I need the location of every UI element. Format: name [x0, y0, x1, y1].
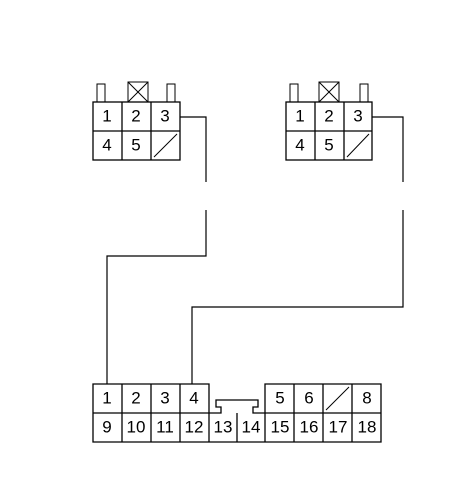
right-connector-empty-cavity: [346, 133, 370, 158]
right-connector: 1 2 3 4 5: [285, 81, 373, 161]
bottom-connector-pin: 8: [362, 388, 371, 407]
left-connector-pin: 3: [160, 106, 169, 125]
bottom-connector-pin: 12: [185, 417, 204, 436]
bottom-connector-pin: 18: [358, 417, 377, 436]
right-connector-pin: 4: [295, 135, 304, 154]
bottom-connector-pin: 9: [102, 417, 111, 436]
wire-right-upper: [372, 116, 404, 182]
right-connector-latch-right: [359, 83, 369, 103]
bottom-connector-pin: 16: [300, 417, 319, 436]
left-connector-pin: 1: [102, 106, 111, 125]
bottom-connector-pin: 1: [102, 388, 111, 407]
bottom-connector-pin: 3: [160, 388, 169, 407]
bottom-connector-pin: 4: [189, 388, 198, 407]
right-connector-pin: 5: [324, 135, 333, 154]
bottom-connector-pin: 15: [271, 417, 290, 436]
left-connector-latch-left: [96, 83, 106, 103]
left-connector: 1 2 3 4 5: [92, 81, 181, 161]
wire-right-lower: [191, 210, 404, 384]
bottom-connector-empty-cavity: [325, 386, 350, 411]
left-connector-pin: 4: [102, 135, 111, 154]
wires: [106, 116, 404, 384]
bottom-connector-pin: 14: [242, 417, 261, 436]
wire-left-lower: [106, 210, 207, 384]
wire-left-upper: [180, 116, 207, 182]
bottom-connector-pin: 5: [275, 388, 284, 407]
bottom-connector: 1 2 3 4 5 6 8 9 10 11 12 13 14 15 16 17 …: [92, 383, 382, 443]
bottom-connector-pin: 13: [214, 417, 233, 436]
right-connector-pin: 1: [295, 106, 304, 125]
left-connector-latch-right: [166, 83, 176, 103]
left-connector-pin: 5: [131, 135, 140, 154]
bottom-connector-pin: 2: [131, 388, 140, 407]
bottom-connector-pin: 10: [127, 417, 146, 436]
left-connector-pin: 2: [131, 106, 140, 125]
bottom-connector-pin: 17: [329, 417, 348, 436]
right-connector-latch-left: [289, 83, 299, 103]
left-connector-empty-cavity: [153, 133, 178, 158]
bottom-connector-pin: 11: [156, 417, 174, 436]
right-connector-pin: 2: [324, 106, 333, 125]
bottom-connector-pin: 6: [304, 388, 313, 407]
right-connector-pin: 3: [353, 106, 362, 125]
bottom-connector-body: [92, 383, 382, 443]
